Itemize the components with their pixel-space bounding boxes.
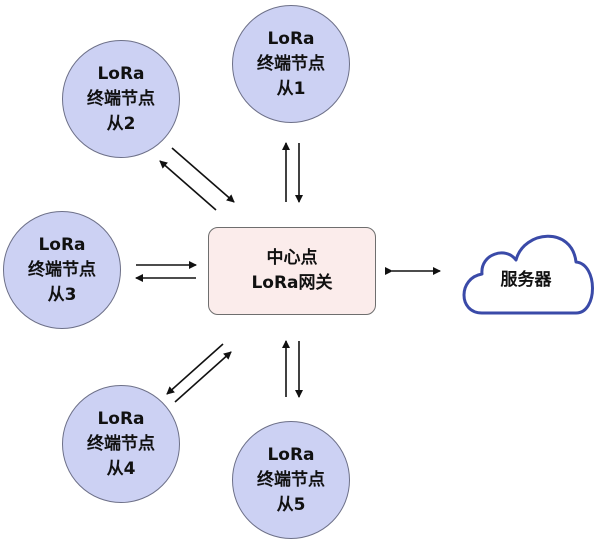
node-id: 从2 (106, 113, 136, 134)
lora-node-slave4: LoRa 终端节点 从4 (62, 385, 180, 503)
lora-node-slave2: LoRa 终端节点 从2 (62, 40, 180, 158)
lora-node-slave5: LoRa 终端节点 从5 (232, 421, 350, 539)
node-type: 终端节点 (87, 88, 155, 109)
server-label: 服务器 (500, 270, 552, 290)
node-id: 从4 (106, 458, 136, 479)
lora-node-slave3: LoRa 终端节点 从3 (3, 211, 121, 329)
node-type: 终端节点 (257, 53, 325, 74)
node-title: LoRa (267, 28, 315, 49)
gateway-title: 中心点 (266, 248, 318, 268)
node-id: 从5 (276, 494, 306, 515)
node-title: LoRa (97, 408, 145, 429)
node-title: LoRa (97, 63, 145, 84)
node-type: 终端节点 (87, 433, 155, 454)
lora-gateway-box: 中心点 LoRa网关 (208, 227, 376, 315)
gateway-subtitle: LoRa网关 (251, 273, 333, 293)
node-id: 从1 (276, 78, 306, 99)
node-title: LoRa (38, 234, 86, 255)
node-type: 终端节点 (28, 259, 96, 280)
lora-node-slave1: LoRa 终端节点 从1 (232, 5, 350, 123)
arrow-gateway-to-slave4 (166, 343, 224, 395)
node-type: 终端节点 (257, 469, 325, 490)
arrow-slave4-to-gateway (174, 351, 232, 403)
node-title: LoRa (267, 444, 315, 465)
arrow-slave2-to-gateway (171, 147, 235, 203)
arrow-gateway-to-slave2 (159, 160, 217, 211)
cloud-icon (462, 234, 594, 315)
node-id: 从3 (47, 284, 77, 305)
